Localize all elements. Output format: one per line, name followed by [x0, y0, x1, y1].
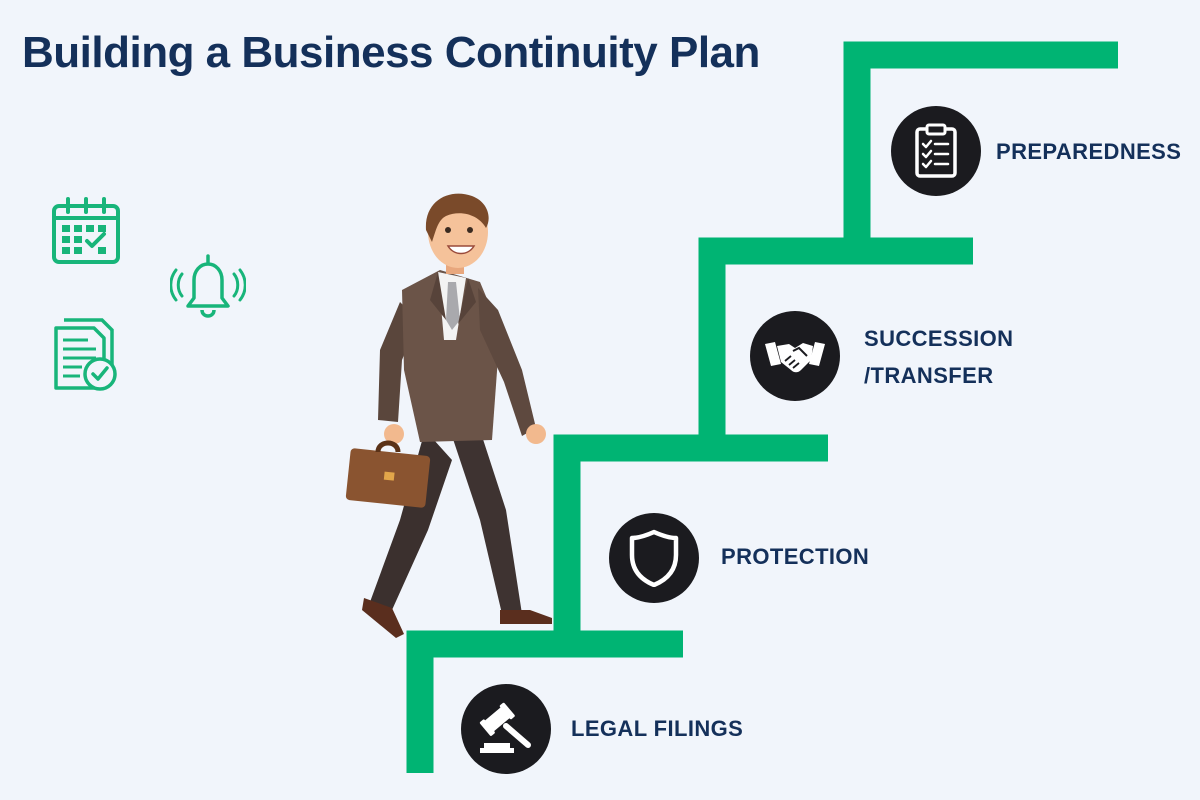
succession-label: SUCCESSION /TRANSFER — [864, 320, 1013, 395]
handshake-icon — [765, 342, 825, 373]
preparedness-step-icon — [891, 106, 981, 196]
protection-label: PROTECTION — [721, 544, 870, 569]
preparedness-label: PREPAREDNESS — [996, 139, 1182, 164]
calendar-check-icon — [50, 196, 122, 273]
legal-filings-step-icon — [461, 684, 551, 774]
protection-step-icon — [609, 513, 699, 603]
businessman-illustration — [345, 193, 552, 638]
bell-ringing-icon — [169, 252, 247, 329]
legal-filings-label: LEGAL FILINGS — [571, 716, 744, 741]
succession-label-line1: SUCCESSION — [864, 326, 1014, 351]
gavel-icon — [479, 702, 531, 753]
succession-step-icon — [750, 311, 840, 401]
document-check-icon — [50, 316, 124, 399]
shield-icon — [629, 529, 679, 587]
clipboard-checklist-icon — [915, 123, 957, 178]
page-title: Building a Business Continuity Plan — [22, 28, 760, 77]
succession-label-line2: /TRANSFER — [864, 363, 994, 389]
